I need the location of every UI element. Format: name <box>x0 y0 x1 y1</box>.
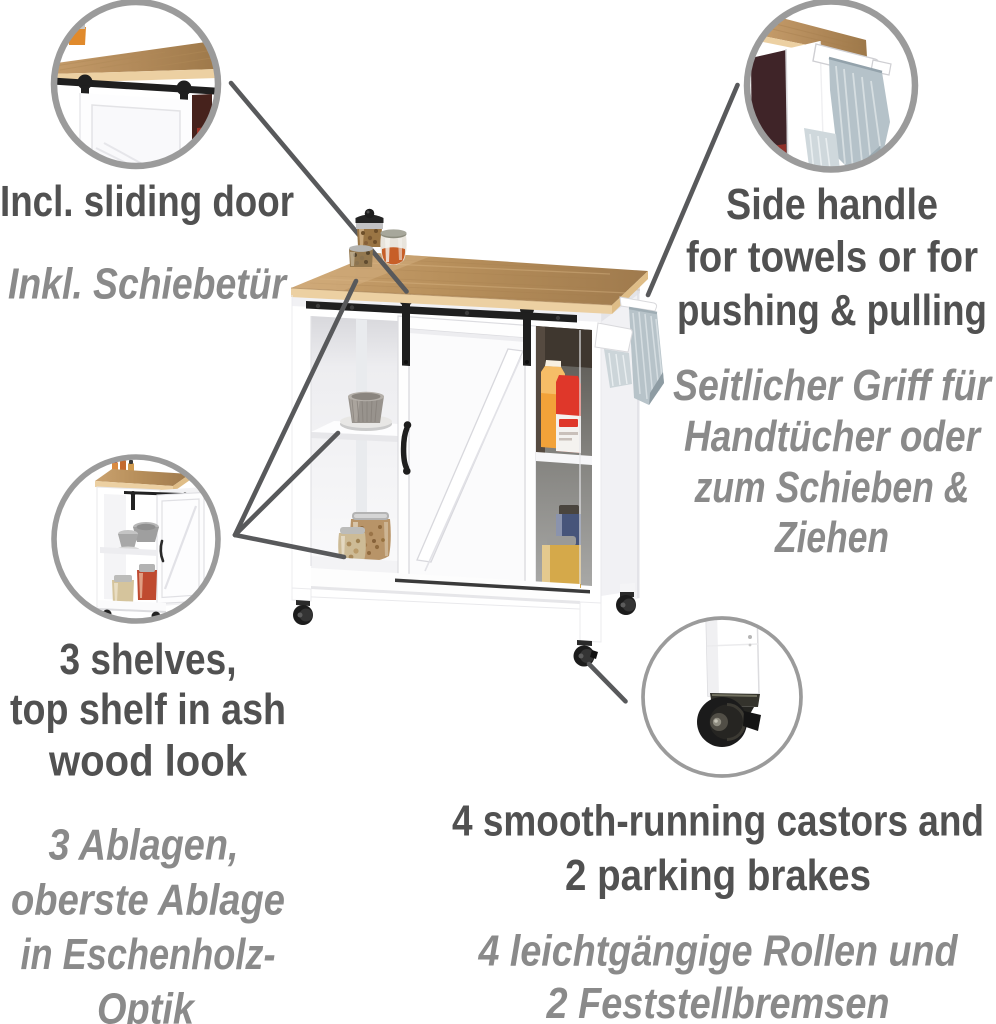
svg-text:3 shelves,: 3 shelves, <box>60 635 237 684</box>
svg-text:Ziehen: Ziehen <box>773 513 889 562</box>
svg-text:4 leichtgängige Rollen und: 4 leichtgängige Rollen und <box>478 927 959 976</box>
svg-text:2 parking brakes: 2 parking brakes <box>565 851 871 900</box>
svg-text:2 Feststellbremsen: 2 Feststellbremsen <box>546 979 890 1024</box>
svg-text:oberste Ablage: oberste Ablage <box>11 875 285 924</box>
svg-text:Seitlicher Griff für: Seitlicher Griff für <box>673 361 993 410</box>
svg-text:Inkl. Schiebetür: Inkl. Schiebetür <box>8 260 288 309</box>
svg-text:pushing & pulling: pushing & pulling <box>677 286 987 335</box>
svg-text:zum Schieben &: zum Schieben & <box>694 463 970 512</box>
svg-text:Handtücher oder: Handtücher oder <box>684 412 982 461</box>
svg-text:Incl. sliding door: Incl. sliding door <box>0 177 294 226</box>
svg-text:top shelf in ash: top shelf in ash <box>10 685 286 734</box>
svg-text:in Eschenholz-: in Eschenholz- <box>21 930 276 979</box>
svg-text:Optik: Optik <box>97 985 196 1024</box>
svg-text:wood look: wood look <box>48 737 247 786</box>
svg-text:Side handle: Side handle <box>726 180 938 229</box>
svg-text:3 Ablagen,: 3 Ablagen, <box>49 821 239 870</box>
svg-text:4 smooth-running castors and: 4 smooth-running castors and <box>452 797 984 846</box>
svg-text:for towels or for: for towels or for <box>686 233 978 282</box>
